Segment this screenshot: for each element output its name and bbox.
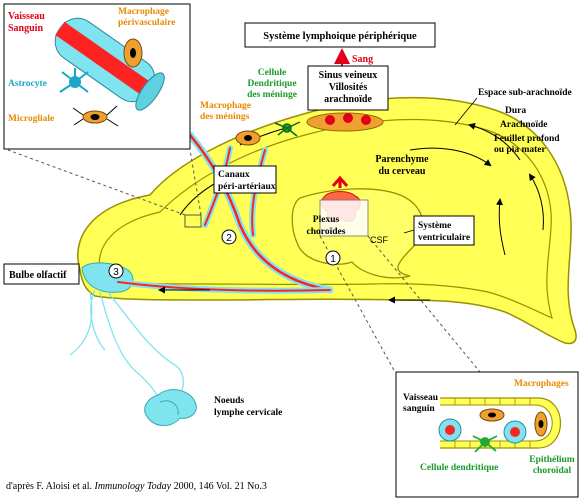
marker-2: 2	[221, 229, 237, 245]
citation: d'après F. Aloisi et al. Immunology Toda…	[6, 481, 267, 492]
peripheral-system-box: Système lymphoique périphérique	[244, 22, 436, 48]
inset-br-dendritic-label: Cellule dendritique	[420, 463, 498, 473]
inset-dendritic-shape	[472, 435, 498, 453]
svg-text:3: 3	[113, 267, 119, 278]
tissue-zoom-box	[184, 214, 202, 228]
subarachnoid-label: Espace sub-arachnoïde	[478, 88, 572, 98]
dura-label: Dura	[505, 106, 526, 116]
arachnoid-label: Arachnoïde	[500, 120, 548, 130]
olfactory-bulb-box: Bulbe olfactif	[3, 263, 80, 285]
inset-vessel-line2: Sanguin	[8, 23, 43, 34]
citation-journal: Immunology Today	[94, 481, 172, 492]
choroid-zoom-box	[319, 199, 369, 237]
meningeal-dendritic-shape	[274, 121, 301, 137]
svg-text:1: 1	[330, 254, 336, 265]
inset-vessel-line1: Vaisseau	[8, 11, 45, 22]
peripheral-system-label: Système lymphoique périphérique	[263, 31, 417, 42]
citation-prefix: d'après F. Aloisi et al.	[6, 481, 95, 492]
astrocyte-shape	[59, 68, 89, 93]
meningeal-macrophage-shape	[235, 130, 261, 146]
inset-top-left: Vaisseau Sanguin Macrophage périvasculai…	[3, 3, 191, 150]
microglia-shape	[72, 105, 119, 127]
inset-vessel-label: Vaisseau Sanguin	[8, 11, 47, 34]
inset-macrophage-label: Macrophage périvasculaire	[118, 7, 175, 28]
subarachnoid-pointer	[454, 97, 478, 126]
marker-1: 1	[325, 250, 341, 266]
citation-suffix: 2000, 146 Vol. 21 No.3	[171, 481, 267, 492]
olfactory-bulb-label: Bulbe olfactif	[9, 270, 67, 281]
lymph-drainage	[69, 289, 184, 406]
inset-microglia-label: Microgliale	[8, 114, 54, 124]
inset-astrocyte-label: Astrocyte	[8, 79, 47, 89]
svg-text:2: 2	[226, 233, 232, 244]
arachnoid-villi	[306, 112, 384, 132]
marker-3: 3	[108, 263, 124, 279]
cervical-lymph-nodes	[144, 389, 197, 426]
blood-label: Sang	[352, 54, 373, 65]
inset-br-macrophages-label: Macrophages	[514, 379, 569, 389]
csf-label: CSF	[370, 235, 389, 245]
